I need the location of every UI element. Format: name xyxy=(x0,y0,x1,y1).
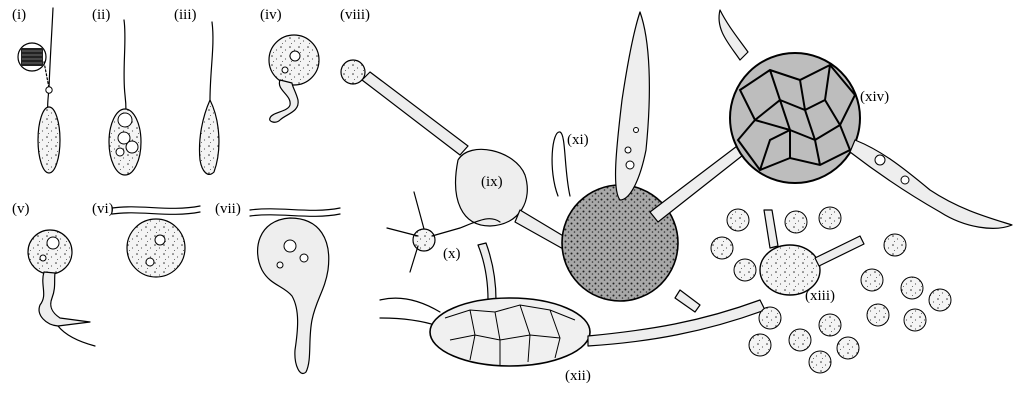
label-i: (i) xyxy=(12,8,26,23)
label-v: (v) xyxy=(12,202,30,217)
label-vii: (vii) xyxy=(215,202,241,217)
label-ii: (ii) xyxy=(92,8,110,23)
thallus-viii xyxy=(341,10,1012,373)
label-x: (x) xyxy=(443,247,461,262)
label-iv: (iv) xyxy=(260,8,282,23)
label-xiii: (xiii) xyxy=(805,289,835,304)
label-vi: (vi) xyxy=(92,202,114,217)
label-ix: (ix) xyxy=(481,175,503,190)
label-viii: (viii) xyxy=(340,8,370,23)
germinating-cyst-iv xyxy=(269,35,319,122)
attached-cyst-vi xyxy=(112,206,200,277)
germling-v xyxy=(28,230,95,346)
label-xiv: (xiv) xyxy=(860,90,889,105)
attached-germling-vii xyxy=(250,208,340,373)
zoospore-i xyxy=(18,8,60,173)
label-iii: (iii) xyxy=(174,8,197,23)
zoospore-ii xyxy=(109,20,141,175)
label-xi: (xi) xyxy=(567,133,589,148)
label-xii: (xii) xyxy=(565,369,591,384)
zoospore-iii xyxy=(199,22,218,174)
